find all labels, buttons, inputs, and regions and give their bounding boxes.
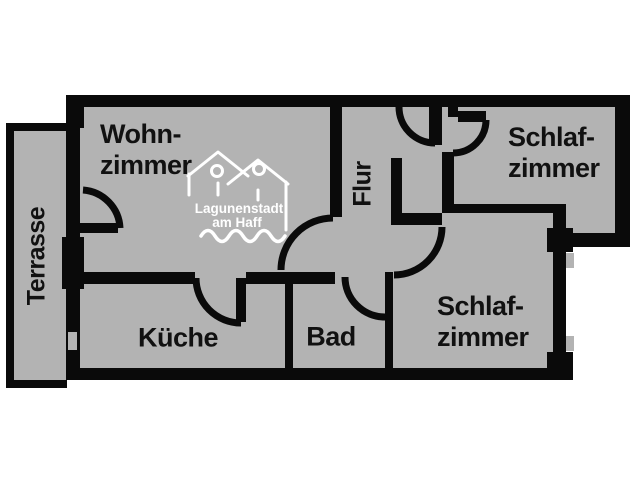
outer-wall-step-bottom	[566, 233, 630, 247]
outer-wall-right-upper	[615, 95, 630, 247]
label-schlafzimmer-bottom: Schlaf- zimmer	[437, 291, 529, 353]
logo-wave	[199, 228, 287, 244]
logo-text-line2: am Haff	[212, 215, 262, 230]
label-schlafzimmer-bottom-line1: Schlaf-	[437, 291, 524, 321]
label-schlafzimmer-top-line1: Schlaf-	[508, 122, 595, 152]
wall-wohnzimmer-flur	[330, 107, 342, 217]
terrace-wall-bottom	[6, 380, 67, 388]
label-bad: Bad	[306, 321, 356, 352]
wall-wohnzimmer-kueche-right	[246, 272, 335, 284]
label-flur: Flur	[348, 161, 377, 207]
door-leaf-entrance	[429, 105, 442, 145]
wall-kueche-bad	[285, 284, 293, 368]
logo-house-right-roof	[226, 158, 290, 186]
wall-bad-schlafzimmer	[385, 272, 393, 368]
door-leaf-schlafzimmer-bottom	[402, 213, 442, 225]
outer-wall-top	[66, 95, 630, 107]
label-wohnzimmer: Wohn- zimmer	[100, 119, 192, 181]
label-schlafzimmer-bottom-line2: zimmer	[437, 322, 529, 352]
window-slit-left	[68, 332, 77, 350]
label-schlafzimmer-top-line2: zimmer	[508, 153, 600, 183]
terrace-wall-top	[6, 123, 67, 131]
door-leaf-kueche	[236, 278, 246, 322]
label-wohnzimmer-line1: Wohn-	[100, 119, 181, 149]
wall-wohnzimmer-kueche-left	[80, 272, 195, 284]
label-wohnzimmer-line2: zimmer	[100, 150, 192, 180]
label-terrasse: Terrasse	[22, 206, 51, 306]
outer-wall-bottom	[66, 368, 566, 380]
window-pillar-right-lower	[547, 352, 573, 380]
logo-window-right	[252, 162, 266, 176]
logo-window-left	[210, 164, 224, 178]
wall-stub-schlafzimmer-top	[448, 105, 458, 117]
outer-wall-left-corner	[66, 95, 84, 128]
door-leaf-terrace	[80, 223, 118, 233]
label-kueche: Küche	[137, 322, 219, 353]
logo-house-left-roof	[186, 150, 250, 178]
wall-schlafzimmer-top-left	[442, 152, 454, 213]
wall-flur-right	[391, 158, 402, 225]
door-leaf-schlafzimmer-top	[458, 111, 486, 122]
wall-schlafzimmer-divider	[442, 204, 566, 213]
window-sill-right-lower	[566, 336, 574, 351]
terrace-wall-left	[6, 123, 14, 388]
window-sill-right-upper	[566, 253, 574, 268]
floor-terrace	[6, 123, 67, 388]
window-pillar-right-upper	[547, 228, 573, 252]
logo-text-line1: Lagunenstadt	[195, 201, 284, 216]
label-schlafzimmer-top: Schlaf- zimmer	[508, 122, 600, 184]
window-pillar-left	[62, 237, 84, 289]
logo-lagunenstadt: Lagunenstadt am Haff	[186, 150, 290, 244]
